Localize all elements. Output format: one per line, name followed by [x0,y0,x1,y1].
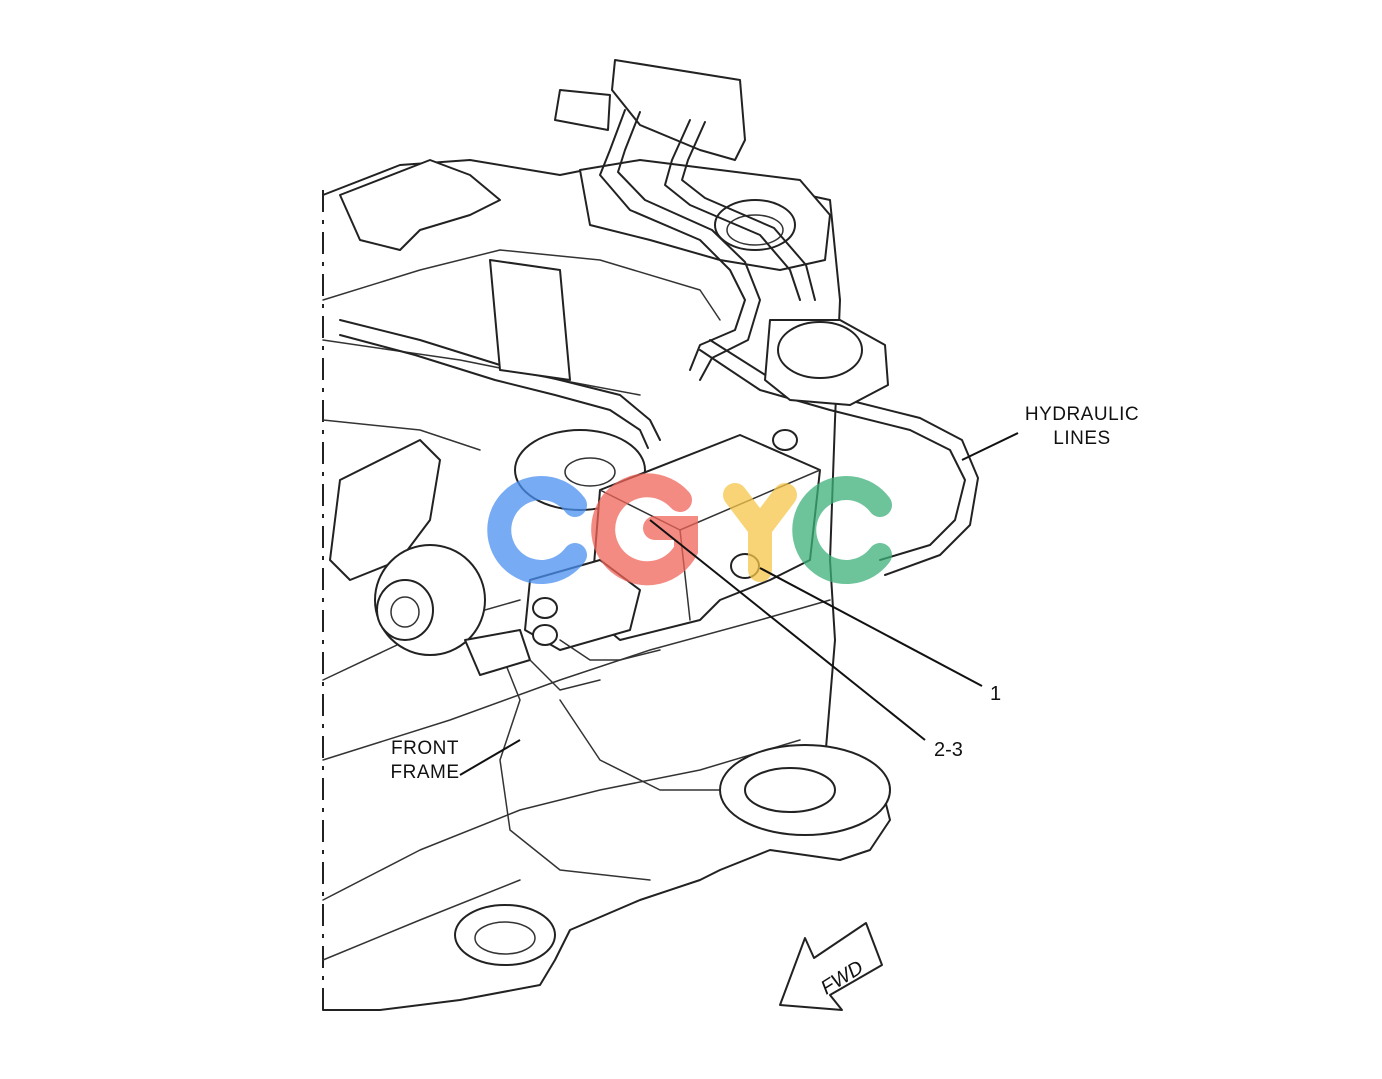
leader-callout-2-3 [649,519,926,741]
mounting-pads [454,259,891,966]
fwd-arrow-icon: FWD [779,922,883,1011]
callout-2-3: 2-3 [934,739,963,761]
front-frame-label-line-2: FRAME [390,762,460,783]
hydraulic-lines-label: HYDRAULIC LINES [1012,403,1152,451]
hydraulic-lines-label-line-2: LINES [1053,428,1111,449]
fwd-text: FWD [817,957,867,1000]
hydraulic-lines-label-line-1: HYDRAULIC [1024,404,1140,425]
leader-front-frame [459,739,521,776]
front-frame-label: FRONT FRAME [375,737,475,785]
watermark [487,473,892,586]
left-fittings [329,439,531,676]
leader-callout-1 [759,567,983,687]
leader-hydraulic-lines [961,432,1019,461]
watermark-letter-4 [792,476,892,584]
watermark-letter-3 [723,483,797,582]
watermark-letter-1 [487,476,587,584]
callout-1: 1 [990,683,1002,705]
front-frame-label-line-1: FRONT [391,738,459,759]
watermark-letter-2 [591,473,698,586]
